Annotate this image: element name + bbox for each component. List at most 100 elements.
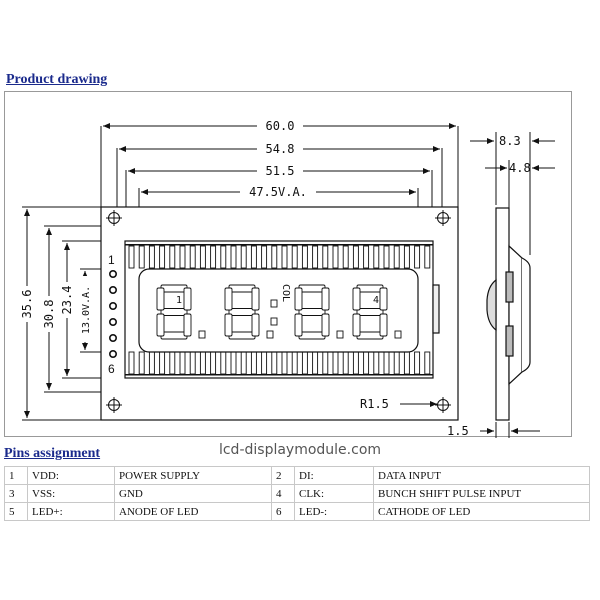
segment — [298, 331, 326, 340]
pin-description: BUNCH SHIFT PULSE INPUT — [373, 484, 590, 503]
contact-pin — [138, 351, 145, 375]
segment — [379, 287, 388, 311]
segment — [294, 313, 303, 337]
pins-assignment-heading: Pins assignment — [4, 446, 101, 461]
product-drawing-heading: Product drawing — [6, 72, 108, 87]
product-drawing: 60.0 54.8 51.5 47.5V.A. 35.6 30.8 2 — [20, 119, 555, 438]
pin-signal: CLK: — [294, 484, 374, 503]
pin-signal: LED-: — [294, 502, 374, 521]
segment — [183, 287, 192, 311]
connector-pins — [109, 269, 118, 358]
segment — [379, 313, 388, 337]
contact-pin — [373, 245, 380, 269]
contact-pin — [301, 351, 308, 375]
segment — [228, 308, 256, 316]
contact-pin — [383, 351, 390, 375]
contact-pin — [220, 351, 227, 375]
dimension-label-height-2: 30.8 — [42, 300, 56, 329]
segment — [160, 331, 188, 340]
segment — [156, 287, 165, 311]
segment — [224, 287, 233, 311]
contact-pin — [352, 351, 359, 375]
contact-pin — [240, 245, 247, 269]
segment — [251, 287, 260, 311]
pin-label-last: 6 — [108, 362, 115, 376]
dimension-offset — [480, 422, 540, 438]
contact-pin — [281, 245, 288, 269]
segment — [156, 313, 165, 337]
contact-pin — [199, 351, 206, 375]
dimension-label-width-3: 51.5 — [266, 164, 295, 178]
dimension-label-side-4-8: 4.8 — [509, 161, 531, 175]
dimension-label-height-va: 13.0V.A. — [81, 286, 92, 334]
pin-signal: VDD: — [27, 466, 115, 485]
pin-number: 2 — [271, 466, 295, 485]
segment — [228, 331, 256, 340]
contact-pin — [271, 245, 278, 269]
segment — [298, 284, 326, 293]
contact-pin — [424, 245, 431, 269]
dimension-side-4-8 — [485, 160, 555, 244]
segment — [251, 313, 260, 337]
decimal-point-segment — [198, 330, 206, 339]
viewing-area — [138, 268, 419, 353]
contact-pin — [342, 351, 349, 375]
contact-pin — [383, 245, 390, 269]
drawing-frame — [4, 91, 572, 437]
contact-pin — [312, 245, 319, 269]
decimal-point-segment — [394, 330, 402, 339]
contact-pin — [291, 351, 298, 375]
seven-segment-digits — [156, 284, 402, 340]
segment — [183, 313, 192, 337]
side-view — [432, 207, 531, 421]
segment — [160, 308, 188, 316]
mounting-holes — [106, 210, 451, 413]
watermark-text: lcd-displaymodule.com — [218, 442, 382, 458]
pin-description: CATHODE OF LED — [373, 502, 590, 521]
contact-pin — [271, 351, 278, 375]
top-contact-pins — [128, 245, 431, 269]
pin-description: ANODE OF LED — [114, 502, 272, 521]
contact-pin — [169, 351, 176, 375]
contact-pin — [291, 245, 298, 269]
digit-label-first: 1 — [176, 295, 182, 306]
contact-pin — [199, 245, 206, 269]
contact-pin — [363, 351, 370, 375]
contact-pin — [393, 245, 400, 269]
contact-pin — [281, 351, 288, 375]
contact-pin — [301, 245, 308, 269]
dimension-label-height-3: 23.4 — [60, 286, 74, 315]
pin-description: POWER SUPPLY — [114, 466, 272, 485]
segment — [321, 287, 330, 311]
segment — [356, 284, 384, 293]
pin-number: 1 — [4, 466, 28, 485]
contact-pin — [230, 351, 237, 375]
segment — [160, 284, 188, 293]
contact-pin — [250, 351, 257, 375]
colon-label: COL — [280, 284, 291, 302]
contact-pin — [352, 245, 359, 269]
colon-segment — [270, 317, 278, 326]
decimal-point-segment — [336, 330, 344, 339]
dimension-label-width-total: 60.0 — [266, 119, 295, 133]
contact-pin — [148, 245, 155, 269]
contact-pin — [322, 245, 329, 269]
pin-number: 4 — [271, 484, 295, 503]
pin-description: GND — [114, 484, 272, 503]
contact-pin — [261, 351, 268, 375]
segment — [352, 313, 361, 337]
contact-pin — [230, 245, 237, 269]
segment — [321, 313, 330, 337]
contact-pin — [261, 245, 268, 269]
contact-pin — [322, 351, 329, 375]
contact-pin — [210, 351, 217, 375]
dimension-label-height-total: 35.6 — [20, 290, 34, 319]
contact-pin — [424, 351, 431, 375]
contact-pin — [159, 245, 166, 269]
contact-pin — [414, 351, 421, 375]
pin-description: DATA INPUT — [373, 466, 590, 485]
contact-pin — [159, 351, 166, 375]
contact-pin — [148, 351, 155, 375]
